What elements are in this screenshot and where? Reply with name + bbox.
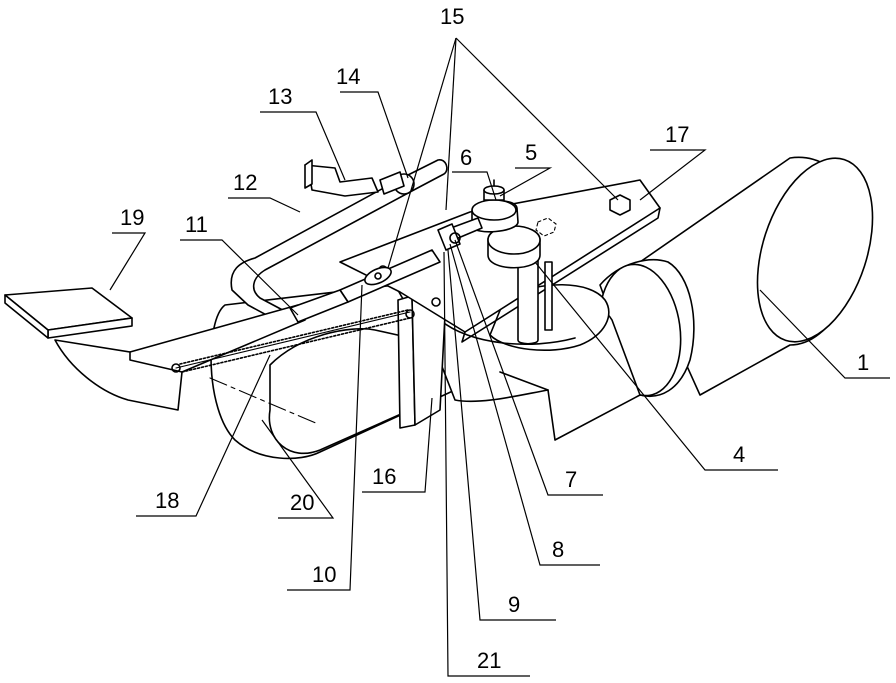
label-13: 13 [268, 84, 292, 109]
label-18: 18 [155, 488, 179, 513]
label-6: 6 [460, 145, 472, 170]
label-9: 9 [508, 592, 520, 617]
label-14: 14 [336, 64, 360, 89]
label-16: 16 [372, 464, 396, 489]
label-5: 5 [525, 140, 537, 165]
label-7: 7 [565, 467, 577, 492]
label-11: 11 [185, 212, 208, 237]
hex-bolt-icon [610, 195, 630, 215]
label-21: 21 [477, 648, 501, 673]
label-19: 19 [120, 205, 144, 230]
label-10: 10 [312, 562, 336, 587]
label-1: 1 [857, 350, 869, 375]
label-17: 17 [665, 122, 689, 147]
part-13-14-stop [305, 160, 378, 196]
label-15: 15 [440, 4, 464, 29]
label-4: 4 [733, 442, 745, 467]
label-20: 20 [290, 490, 314, 515]
part-4-shaft [518, 255, 552, 344]
label-8: 8 [552, 537, 564, 562]
label-12: 12 [233, 170, 257, 195]
